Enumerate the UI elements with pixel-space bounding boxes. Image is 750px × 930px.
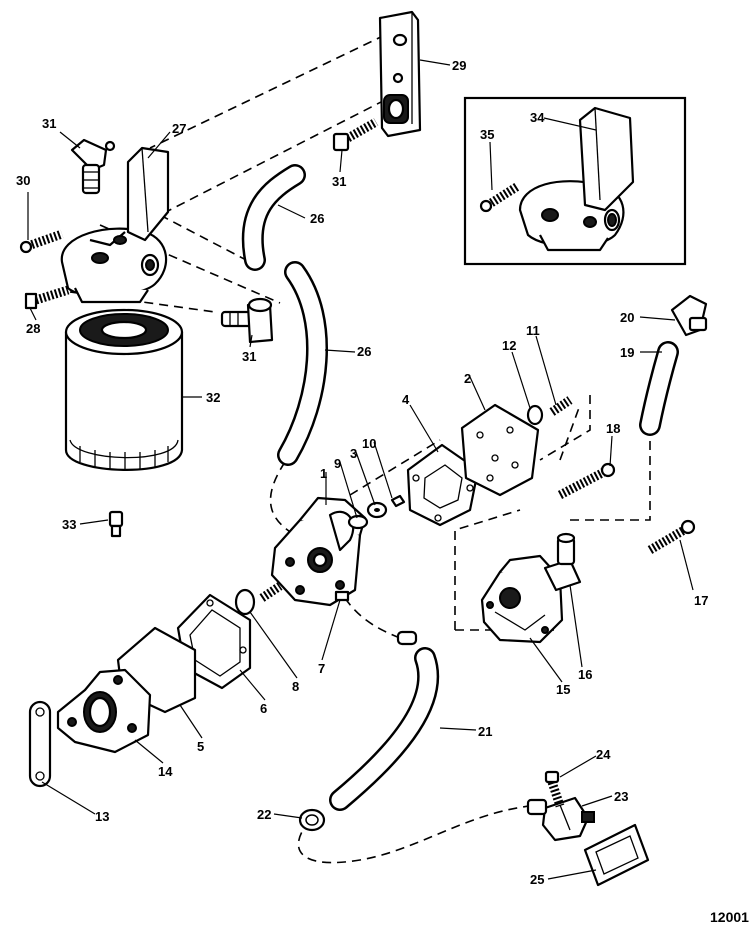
hose-19	[639, 341, 679, 436]
callout-29: 29	[452, 58, 466, 73]
callout-8: 8	[292, 679, 299, 694]
screw-24	[544, 770, 565, 808]
callout-34: 34	[530, 110, 545, 125]
callout-19: 19	[620, 345, 634, 360]
callout-28: 28	[26, 321, 40, 336]
elbow-fitting-16	[543, 532, 582, 592]
connector	[396, 630, 418, 646]
callout-23: 23	[614, 789, 628, 804]
hose-26-lower	[277, 261, 328, 466]
callout-24: 24	[596, 747, 611, 762]
figure-id: 12001	[710, 909, 749, 925]
callout-33: 33	[62, 517, 76, 532]
callout-17: 17	[694, 593, 708, 608]
screw-31-upper	[332, 118, 379, 152]
hose-26-upper	[241, 164, 306, 271]
clamp-22	[298, 808, 326, 832]
callout-9: 9	[334, 456, 341, 471]
callout-15: 15	[556, 682, 570, 697]
spring-7	[259, 582, 283, 602]
callout-22: 22	[257, 807, 271, 822]
inset-box	[463, 96, 687, 266]
washer-9	[347, 514, 369, 530]
callout-20: 20	[620, 310, 634, 325]
callout-4: 4	[402, 392, 410, 407]
bracket-29	[378, 10, 422, 138]
elbow-fitting-31-lower	[220, 297, 274, 344]
callout-35: 35	[480, 127, 494, 142]
gasket-4	[406, 443, 480, 527]
callout-31-top: 31	[42, 116, 56, 131]
callout-14: 14	[158, 764, 173, 779]
callout-18: 18	[606, 421, 620, 436]
switch-23	[526, 796, 595, 842]
pump-cover-15	[480, 554, 564, 644]
filter-cartridge-32	[64, 308, 184, 471]
callout-2: 2	[464, 371, 471, 386]
callout-26-lower: 26	[357, 344, 371, 359]
washer-3	[366, 501, 388, 519]
callout-21: 21	[478, 724, 492, 739]
leader-lines	[27, 59, 694, 880]
callout-10: 10	[362, 436, 376, 451]
callout-32: 32	[206, 390, 220, 405]
clip-10	[390, 494, 406, 508]
callout-26-upper: 26	[310, 211, 324, 226]
callout-13: 13	[95, 809, 109, 824]
plug-33	[108, 510, 124, 538]
pump-body-1	[270, 496, 367, 607]
fitting-20	[670, 294, 708, 337]
callout-12: 12	[502, 338, 516, 353]
pump-base-14	[56, 668, 152, 754]
callout-5: 5	[197, 739, 204, 754]
callout-31-lower: 31	[242, 349, 256, 364]
hose-21	[329, 647, 440, 811]
callout-3: 3	[350, 446, 357, 461]
callout-labels: 1 2 3 4 5 6 7 8 9 10 11 12 13 14 15 16 1…	[16, 58, 708, 887]
callout-27: 27	[172, 121, 186, 136]
callout-31-right: 31	[332, 174, 346, 189]
gasket-25	[583, 823, 650, 887]
gasket-13	[28, 700, 52, 788]
callout-25: 25	[530, 872, 544, 887]
callout-30: 30	[16, 173, 30, 188]
callout-16: 16	[578, 667, 592, 682]
screw-18	[557, 462, 616, 499]
plate-2	[460, 403, 540, 497]
filter-head-27	[19, 138, 170, 310]
washer-8	[234, 588, 256, 616]
callout-7: 7	[318, 661, 325, 676]
callout-6: 6	[260, 701, 267, 716]
cap-12	[526, 404, 544, 426]
callout-11: 11	[526, 323, 540, 338]
callout-1: 1	[320, 466, 327, 481]
screw-17	[647, 519, 696, 554]
